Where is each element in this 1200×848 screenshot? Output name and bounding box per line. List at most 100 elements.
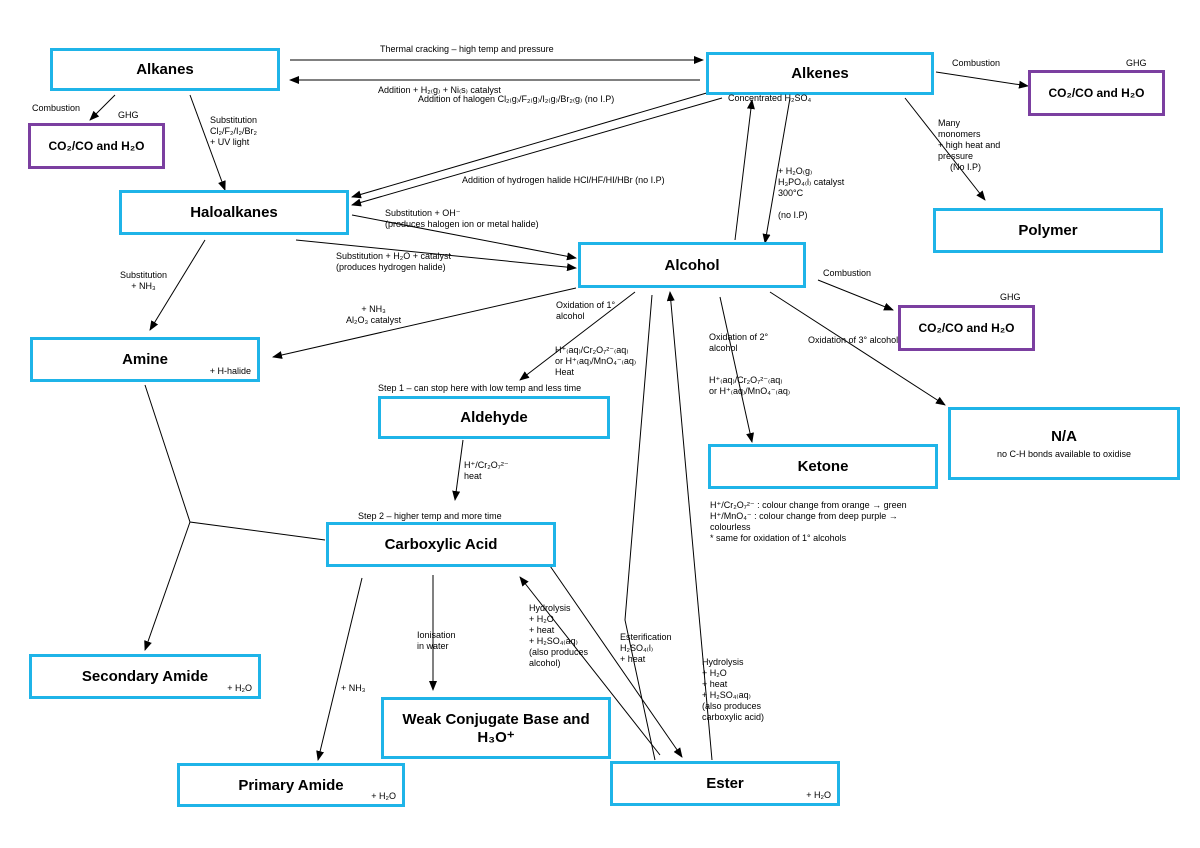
node-ester-label: Ester bbox=[706, 775, 744, 792]
label-many-monomers-line-5: (No I.P) bbox=[950, 162, 982, 172]
node-co2-mid-label: CO₂/CO and H₂O bbox=[918, 321, 1015, 335]
label-colour-change-line-2: H⁺/MnO₄⁻ : colour change from deep purpl… bbox=[710, 511, 898, 521]
label-addition-h2: Addition + H₂₍g₎ + Ni₍s₎ catalyst bbox=[378, 85, 501, 95]
node-amine: Amine + H-halide bbox=[30, 337, 260, 382]
label-substitution-oh: Substitution + OH⁻ (produces halogen ion… bbox=[385, 208, 539, 230]
label-substitution-halogens-line-1: Substitution bbox=[210, 115, 258, 125]
label-aldehyde-reagents-line-2: heat bbox=[464, 471, 482, 481]
label-many-monomers: Many monomers + high heat and pressure (… bbox=[938, 118, 1000, 173]
arrow-alkenes-to-alcohol bbox=[762, 97, 791, 244]
label-hydrolysis-acid-line-2: + H₂O bbox=[529, 614, 554, 624]
label-substitution-oh-line-2: (produces halogen ion or metal halide) bbox=[385, 219, 539, 229]
label-combustion-right: Combustion bbox=[952, 58, 1001, 68]
node-carboxylic-acid: Carboxylic Acid bbox=[326, 522, 556, 567]
arrow-haloalkanes-to-alcohol-1 bbox=[351, 214, 577, 261]
node-alcohol-label: Alcohol bbox=[664, 256, 720, 274]
label-nh3-al2o3-line-2: Al₂O₃ catalyst bbox=[346, 315, 402, 325]
label-oxidation-1-line-1: Oxidation of 1° bbox=[556, 300, 616, 310]
label-hydrolysis-ester-line-1: Hydrolysis bbox=[702, 657, 744, 667]
node-haloalkanes-label: Haloalkanes bbox=[190, 204, 278, 221]
label-hydrolysis-acid: Hydrolysis + H₂O + heat + H₂SO₄₍aq₎ (als… bbox=[529, 603, 588, 669]
arrow-alcohol-combustion bbox=[817, 279, 894, 311]
label-hydrolysis-ester-line-2: + H₂O bbox=[702, 668, 727, 678]
node-weak-conjugate-base-label: Weak Conjugate Base and H₃O⁺ bbox=[402, 710, 590, 746]
label-hydrolysis-ester-line-6: carboxylic acid) bbox=[702, 712, 765, 722]
node-primary-amide: Primary Amide + H₂O bbox=[177, 763, 405, 807]
label-esterification: Esterification H₂SO₄₍l₎ + heat bbox=[620, 632, 672, 665]
label-hydrogen-halide: Addition of hydrogen halide HCl/HF/HI/HB… bbox=[462, 175, 665, 185]
label-oxidation-2-reagents-line-2: or H⁺₍aq₎/MnO₄⁻₍aq₎ bbox=[709, 386, 791, 396]
label-oxidation-2-line-1: Oxidation of 2° bbox=[709, 332, 769, 342]
label-addition-halogen: Addition of halogen Cl₂₍g₎/F₂₍g₎/I₂₍g₎/B… bbox=[418, 94, 615, 104]
arrow-alkanes-combustion bbox=[89, 94, 116, 121]
arrow-alcohol-to-na bbox=[769, 291, 946, 406]
label-nh3-al2o3-line-1: + NH₃ bbox=[361, 304, 386, 314]
label-nh3-primary: + NH₃ bbox=[341, 683, 366, 693]
label-esterification-line-3: + heat bbox=[620, 654, 646, 664]
label-thermal-cracking: Thermal cracking – high temp and pressur… bbox=[380, 44, 554, 54]
label-substitution-halogens-line-3: + UV light bbox=[210, 137, 250, 147]
label-hydrolysis-ester-line-3: + heat bbox=[702, 679, 728, 689]
node-na: N/A no C-H bonds available to oxidise bbox=[948, 407, 1180, 480]
node-haloalkanes: Haloalkanes bbox=[119, 190, 349, 235]
node-aldehyde-label: Aldehyde bbox=[460, 409, 528, 426]
node-co2-mid: CO₂/CO and H₂O bbox=[898, 305, 1035, 351]
node-weak-conjugate-base: Weak Conjugate Base and H₃O⁺ bbox=[381, 697, 611, 759]
label-hydration-line-2: H₃PO₄₍l₎ catalyst bbox=[778, 177, 845, 187]
arrow-alkenes-to-polymer bbox=[904, 97, 986, 201]
arrow-alkenes-combustion bbox=[935, 71, 1029, 89]
node-co2-left: CO₂/CO and H₂O bbox=[28, 123, 165, 169]
node-ketone: Ketone bbox=[708, 444, 938, 489]
node-ketone-label: Ketone bbox=[797, 458, 849, 475]
label-hydrolysis-ester-line-4: + H₂SO₄₍aq₎ bbox=[702, 690, 751, 700]
line-alcohol-to-ester bbox=[624, 294, 656, 761]
arrow-alkenes-to-haloalkanes-2 bbox=[351, 97, 723, 207]
label-oxidation-2-reagents-line-1: H⁺₍aq₎/Cr₂O₇²⁻₍aq₎ bbox=[709, 375, 783, 385]
arrow-haloalkanes-to-amine bbox=[149, 239, 206, 331]
label-substitution-oh-line-1: Substitution + OH⁻ bbox=[385, 208, 461, 218]
label-oxidation-2: Oxidation of 2° alcohol bbox=[709, 332, 768, 354]
label-colour-change-line-4: * same for oxidation of 1° alcohols bbox=[710, 533, 847, 543]
label-oxidation-3: Oxidation of 3° alcohol bbox=[808, 335, 899, 345]
label-step-2: Step 2 – higher temp and more time bbox=[358, 511, 502, 521]
label-substitution-nh3-line-2: + NH₃ bbox=[131, 281, 156, 291]
arrow-aldehyde-to-carboxylic bbox=[452, 439, 464, 501]
label-oxidation-1-reagents-line-2: or H⁺₍aq₎/MnO₄⁻₍aq₎ bbox=[555, 356, 637, 366]
label-hydration-line-1: + H₂O₍g₎ bbox=[778, 166, 813, 176]
label-hydrolysis-acid-line-4: + H₂SO₄₍aq₎ bbox=[529, 636, 578, 646]
label-step-1: Step 1 – can stop here with low temp and… bbox=[378, 383, 582, 393]
label-oxidation-1-reagents-line-1: H⁺₍aq₎/Cr₂O₇²⁻₍aq₎ bbox=[555, 345, 629, 355]
ghg-label-left: GHG bbox=[118, 110, 139, 120]
node-secondary-amide-label: Secondary Amide bbox=[81, 668, 209, 685]
label-oxidation-2-reagents: H⁺₍aq₎/Cr₂O₇²⁻₍aq₎ or H⁺₍aq₎/MnO₄⁻₍aq₎ bbox=[709, 375, 790, 397]
ghg-label-mid: GHG bbox=[1000, 292, 1021, 302]
label-hydrolysis-acid-line-3: + heat bbox=[529, 625, 555, 635]
node-polymer: Polymer bbox=[933, 208, 1163, 253]
label-hydrolysis-acid-line-1: Hydrolysis bbox=[529, 603, 571, 613]
label-ionisation: Ionisation in water bbox=[417, 630, 456, 652]
label-substitution-nh3: Substitution + NH₃ bbox=[120, 270, 167, 292]
arrow-ester-to-carboxylic bbox=[519, 576, 661, 756]
node-alkanes: Alkanes bbox=[50, 48, 280, 91]
label-hydration: + H₂O₍g₎ H₃PO₄₍l₎ catalyst 300°C (no I.P… bbox=[778, 166, 844, 221]
label-substitution-h2o-line-2: (produces hydrogen halide) bbox=[336, 262, 446, 272]
label-oxidation-1: Oxidation of 1° alcohol bbox=[556, 300, 615, 322]
line-amine-junction bbox=[144, 384, 326, 541]
label-substitution-h2o-line-1: Substitution + H₂O + catalyst bbox=[336, 251, 452, 261]
arrow-alcohol-to-alkenes bbox=[734, 99, 755, 241]
label-hydration-line-3: 300°C bbox=[778, 188, 804, 198]
label-substitution-nh3-line-1: Substitution bbox=[120, 270, 168, 280]
node-co2-top-right: CO₂/CO and H₂O bbox=[1028, 70, 1165, 116]
node-amine-label: Amine bbox=[122, 351, 168, 368]
arrow-alkenes-to-haloalkanes-1 bbox=[351, 91, 711, 199]
label-hydrolysis-acid-line-6: alcohol) bbox=[529, 658, 561, 668]
arrow-alkanes-to-haloalkanes bbox=[189, 94, 226, 191]
node-secondary-amide: Secondary Amide + H₂O bbox=[29, 654, 261, 699]
label-many-monomers-line-4: pressure bbox=[938, 151, 974, 161]
label-hydrolysis-ester-line-5: (also produces bbox=[702, 701, 762, 711]
label-hydration-line-5: (no I.P) bbox=[778, 210, 808, 220]
node-alkenes: Alkenes bbox=[706, 52, 934, 95]
label-hydrolysis-acid-line-5: (also produces bbox=[529, 647, 589, 657]
arrow-junction-to-secondary-amide bbox=[144, 521, 191, 651]
